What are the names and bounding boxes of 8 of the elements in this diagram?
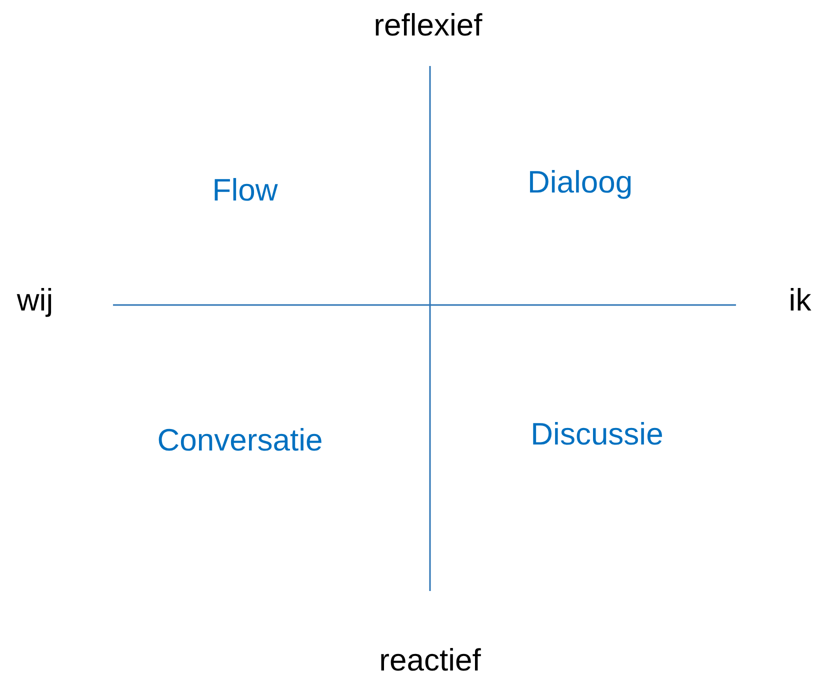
- quadrant-label: Flow: [212, 174, 278, 206]
- quadrant-label: Dialoog: [527, 166, 633, 198]
- axis-label: reflexief: [374, 10, 482, 40]
- axis-label: reactief: [379, 644, 481, 675]
- quadrant-label: Discussie: [530, 418, 664, 450]
- quadrant-label: Conversatie: [157, 424, 323, 456]
- axis-label: ik: [788, 284, 812, 316]
- axis-label: wij: [16, 284, 54, 316]
